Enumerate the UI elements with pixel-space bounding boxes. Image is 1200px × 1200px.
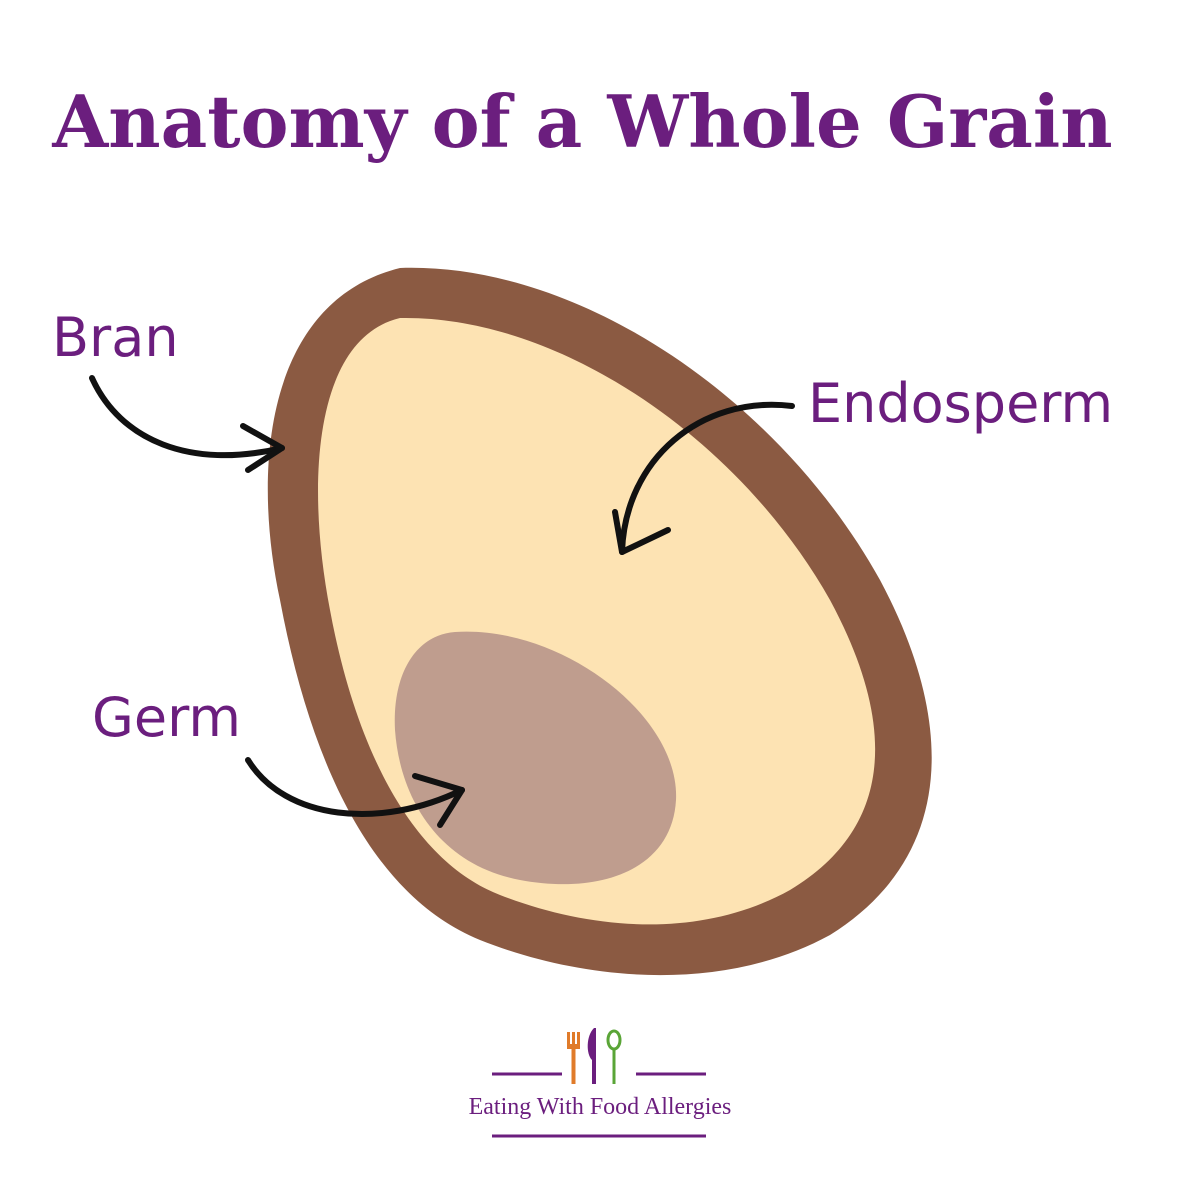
logo-mark	[492, 1028, 706, 1084]
fork-icon	[567, 1032, 580, 1084]
logo-underline	[492, 1134, 706, 1138]
brand-logo: Eating With Food Allergies	[440, 1020, 760, 1150]
knife-icon	[587, 1028, 596, 1084]
bran-arrow	[89, 375, 285, 473]
spoon-icon	[606, 1029, 622, 1084]
brand-name: Eating With Food Allergies	[468, 1094, 732, 1120]
germ-arrow	[245, 757, 465, 828]
label-bran: Bran	[52, 306, 179, 369]
germ-layer	[394, 631, 677, 885]
label-germ: Germ	[92, 686, 241, 749]
label-endosperm: Endosperm	[808, 372, 1114, 435]
endosperm-arrow	[612, 401, 795, 555]
page-title: Anatomy of a Whole Grain	[52, 79, 1113, 164]
